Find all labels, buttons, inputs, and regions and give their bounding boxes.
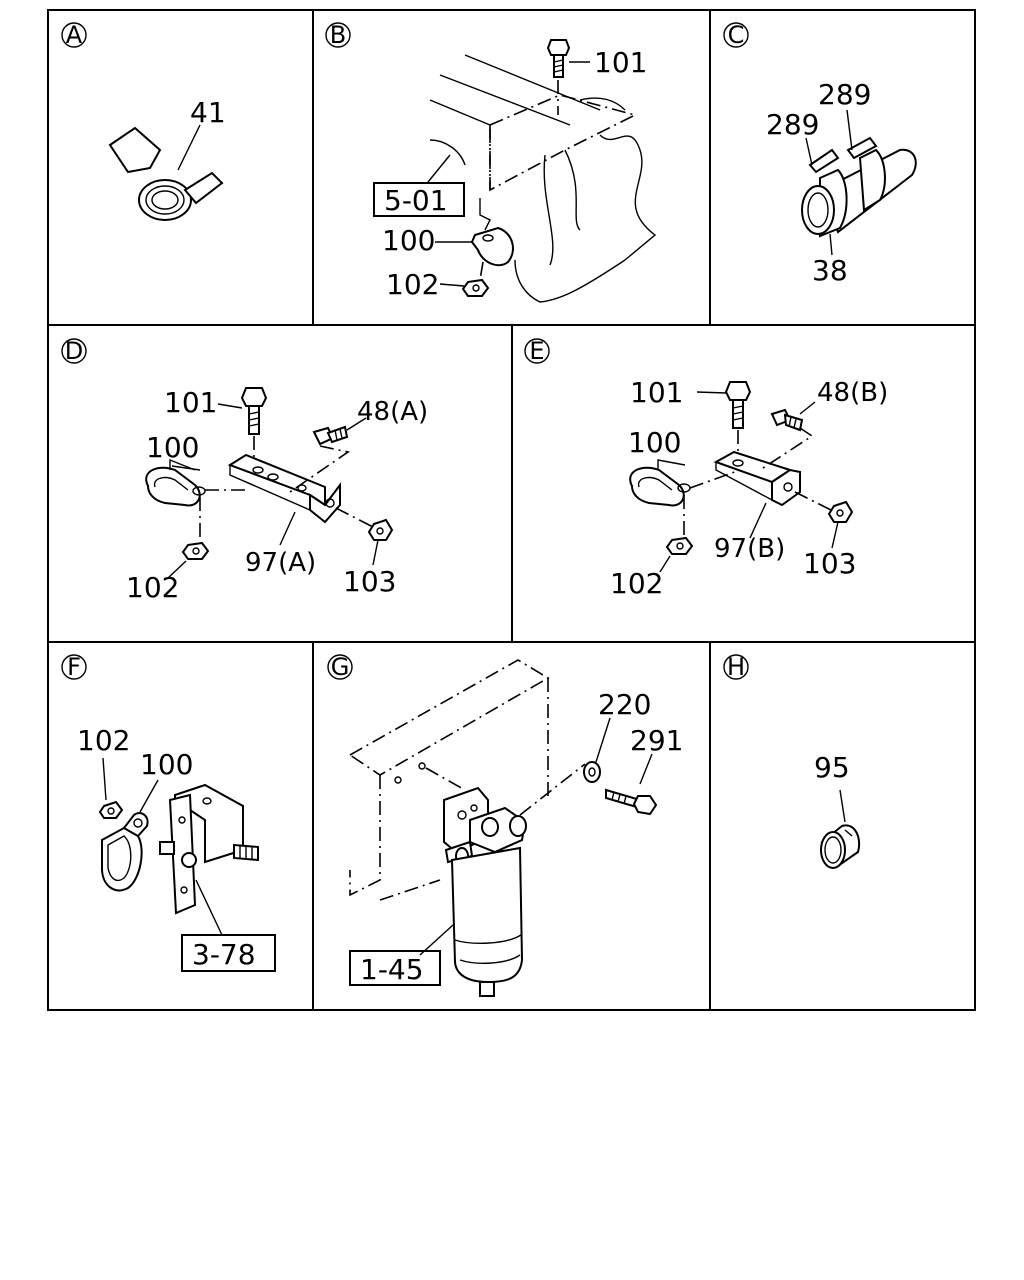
panel-f-drawing — [98, 757, 276, 972]
callout-103: 103 — [803, 547, 856, 580]
callout-102: 102 — [610, 567, 663, 600]
callout-3-78: 3-78 — [192, 938, 256, 971]
callout-289-lower: 289 — [766, 108, 819, 141]
callout-38: 38 — [812, 254, 848, 287]
svg-text:H: H — [727, 653, 745, 681]
panel-badge-a: A — [61, 21, 87, 49]
callout-101: 101 — [164, 386, 217, 419]
panel-h-drawing — [820, 789, 861, 869]
callout-101: 101 — [594, 46, 647, 79]
panel-badge-e: E — [524, 337, 550, 365]
svg-text:C: C — [728, 21, 745, 49]
svg-text:B: B — [330, 21, 346, 49]
panel-c-drawing — [801, 109, 917, 256]
callout-101: 101 — [630, 376, 683, 409]
callout-48a: 48(A) — [357, 397, 428, 427]
callout-95: 95 — [814, 751, 850, 784]
callout-100: 100 — [382, 224, 435, 257]
callout-100: 100 — [140, 748, 193, 781]
panel-badge-g: G — [327, 653, 353, 681]
panel-grid — [47, 9, 976, 1011]
callout-48b: 48(B) — [817, 378, 888, 408]
callout-291: 291 — [630, 724, 683, 757]
callout-220: 220 — [598, 688, 651, 721]
svg-text:D: D — [65, 337, 83, 365]
svg-text:E: E — [529, 337, 544, 365]
callout-97a: 97(A) — [245, 548, 316, 578]
callout-289-upper: 289 — [818, 78, 871, 111]
callout-103: 103 — [343, 565, 396, 598]
panel-d-drawing — [145, 387, 394, 579]
panel-badge-d: D — [61, 337, 87, 365]
panel-e-drawing — [629, 381, 854, 573]
svg-text:A: A — [66, 21, 83, 49]
panel-badge-h: H — [723, 653, 749, 681]
callout-102: 102 — [386, 268, 439, 301]
callout-5-01: 5-01 — [384, 184, 448, 217]
callout-1-45: 1-45 — [360, 953, 424, 986]
svg-text:G: G — [331, 653, 350, 681]
panel-badge-f: F — [61, 653, 87, 681]
panel-badge-c: C — [723, 21, 749, 49]
panel-a-drawing — [108, 124, 224, 221]
panel-g-drawing — [348, 659, 658, 997]
callout-102: 102 — [126, 571, 179, 604]
callout-100: 100 — [628, 426, 681, 459]
svg-text:F: F — [67, 653, 81, 681]
callout-97b: 97(B) — [714, 534, 785, 564]
callout-100: 100 — [146, 431, 199, 464]
callout-102: 102 — [77, 724, 130, 757]
callout-41: 41 — [190, 96, 226, 129]
panel-badge-b: B — [325, 21, 351, 49]
panel-b-drawing — [373, 39, 657, 303]
